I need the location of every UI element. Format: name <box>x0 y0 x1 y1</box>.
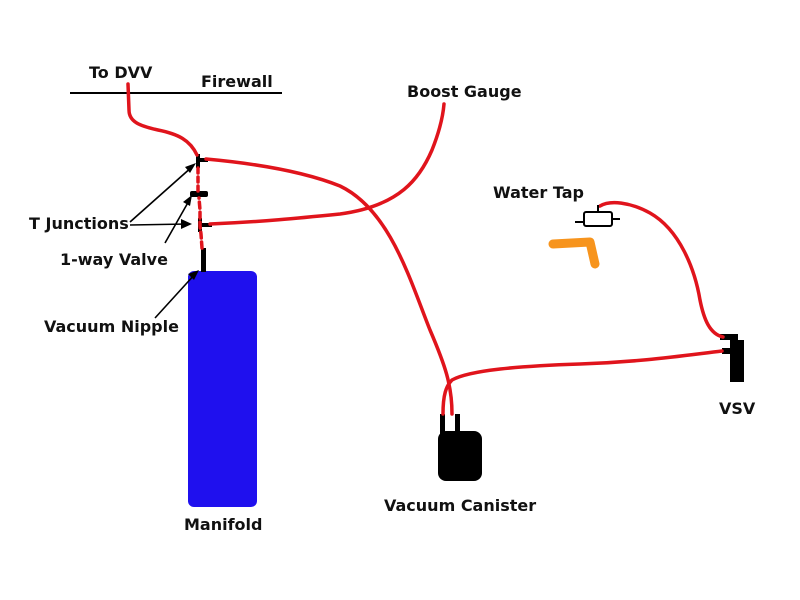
vsv-side-port <box>722 348 732 354</box>
arrowhead-t-junction-upper <box>185 163 196 173</box>
t-junction-upper-branch <box>196 158 208 162</box>
label-manifold: Manifold <box>184 515 262 534</box>
label-firewall: Firewall <box>201 72 273 91</box>
label-to-dvv: To DVV <box>89 63 153 82</box>
pointer-vacuum-nipple <box>154 272 197 319</box>
hose-to-vacuum-canister <box>204 157 454 416</box>
pointer-t-junction-upper <box>129 165 194 223</box>
arrowhead-t-junction-lower <box>181 219 192 229</box>
water-tap-outlet <box>548 237 600 269</box>
arrowhead-vacuum-nipple <box>188 270 199 280</box>
vsv-body <box>730 340 744 382</box>
label-t-junctions: T Junctions <box>29 214 129 233</box>
vacuum-canister-port-left <box>440 414 445 434</box>
label-vacuum-nipple: Vacuum Nipple <box>44 317 179 336</box>
arrowhead-one-way-valve <box>183 195 192 206</box>
pointer-one-way-valve <box>164 198 191 244</box>
hose-nipple-to-valve <box>197 196 204 250</box>
water-tap-fitting <box>575 205 620 227</box>
label-vsv: VSV <box>719 399 756 418</box>
label-boost-gauge: Boost Gauge <box>407 82 522 101</box>
hose-to-dvv <box>126 82 199 157</box>
arrowhead-group <box>181 163 199 280</box>
label-vacuum-canister: Vacuum Canister <box>384 496 536 515</box>
vsv-top-port <box>720 334 738 340</box>
hose-group <box>126 82 725 416</box>
t-junction-lower-branch <box>198 223 212 227</box>
one-way-valve-body <box>190 191 208 197</box>
vacuum-canister-body <box>438 431 482 481</box>
water-tap-body <box>583 211 613 227</box>
manifold-block <box>188 271 257 507</box>
pointer-t-junction-lower <box>129 223 189 226</box>
label-water-tap: Water Tap <box>493 183 584 202</box>
label-one-way-valve: 1-way Valve <box>60 250 168 269</box>
vacuum-canister-port-right <box>455 414 460 434</box>
hose-to-boost-gauge <box>208 102 446 226</box>
hose-vsv-to-water-tap <box>598 200 725 339</box>
vacuum-nipple <box>201 248 206 272</box>
pointer-group <box>129 165 197 319</box>
hose-canister-to-vsv <box>441 349 724 416</box>
